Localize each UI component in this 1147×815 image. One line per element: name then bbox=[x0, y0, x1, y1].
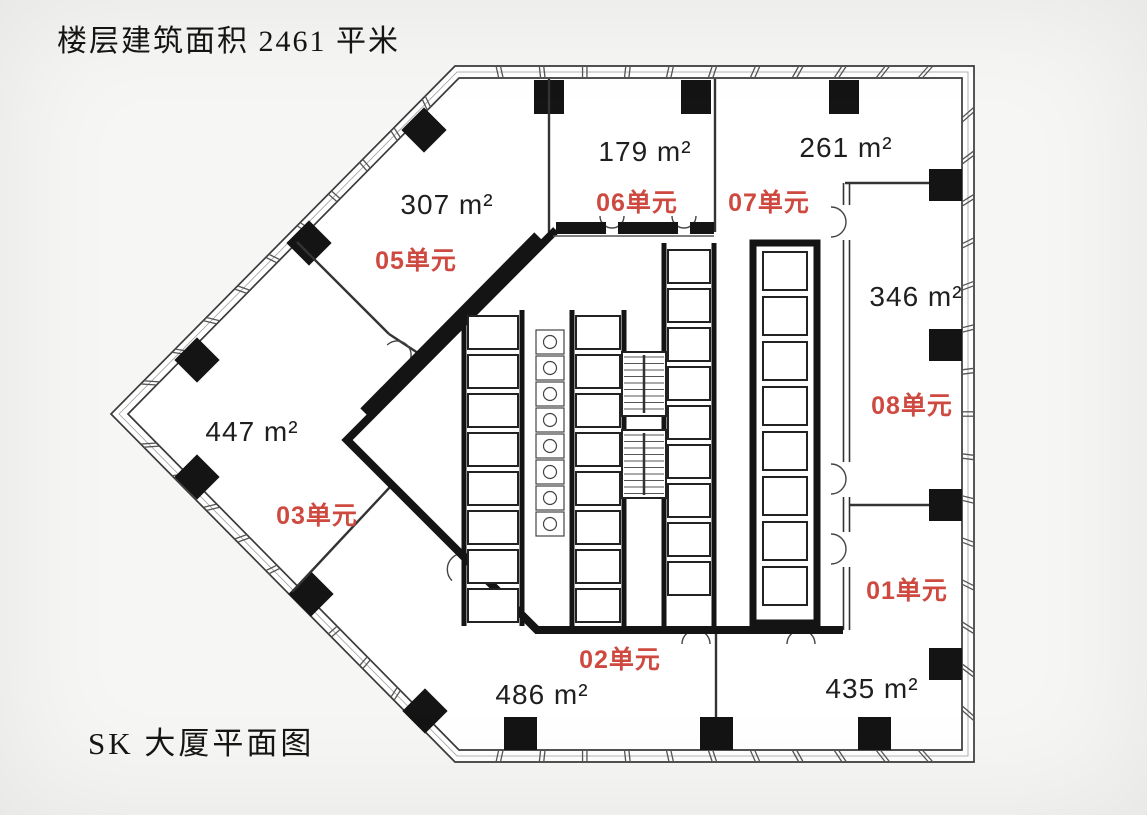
unit-05-area: 307 m² bbox=[400, 189, 494, 220]
unit-07-label: 07单元 bbox=[728, 189, 810, 217]
unit-03-label: 03单元 bbox=[276, 502, 358, 530]
unit-02-label: 02单元 bbox=[579, 646, 661, 674]
unit-07-area: 261 m² bbox=[799, 132, 893, 163]
unit-01-label: 01单元 bbox=[866, 577, 948, 605]
unit-06-label: 06单元 bbox=[596, 189, 678, 217]
unit-03-area: 447 m² bbox=[205, 416, 299, 447]
page-title: 楼层建筑面积 2461 平米 bbox=[57, 25, 400, 58]
unit-05-label: 05单元 bbox=[375, 247, 457, 275]
plan-caption: SK 大厦平面图 bbox=[88, 726, 315, 761]
unit-02-area: 486 m² bbox=[495, 679, 589, 710]
unit-08-label: 08单元 bbox=[871, 392, 953, 420]
unit-08-area: 346 m² bbox=[869, 281, 963, 312]
unit-06-area: 179 m² bbox=[598, 136, 692, 167]
unit-01-area: 435 m² bbox=[825, 673, 919, 704]
